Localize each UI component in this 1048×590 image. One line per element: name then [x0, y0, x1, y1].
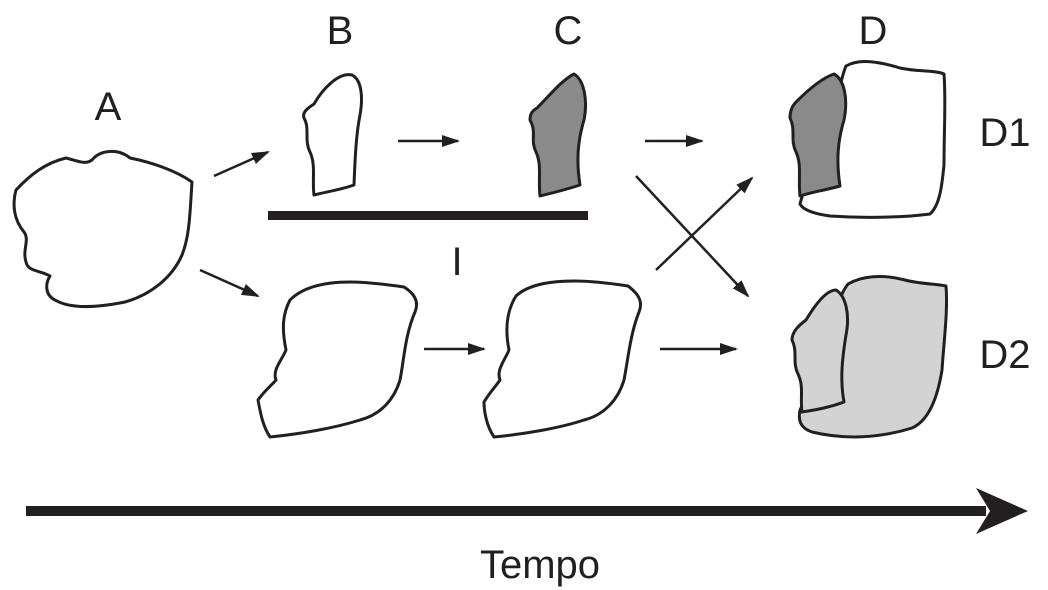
label-c: C [554, 9, 583, 53]
label-b: B [327, 9, 354, 53]
barrier-bar [268, 211, 588, 220]
shape-a [12, 150, 194, 309]
label-d1: D1 [979, 111, 1030, 155]
shape-bottom-1 [256, 280, 419, 439]
label-time: Tempo [480, 543, 600, 587]
label-d2: D2 [979, 333, 1030, 377]
shape-b [302, 73, 363, 197]
arrow-a-to-b [213, 150, 270, 178]
shape-c [528, 72, 588, 198]
time-arrow [26, 488, 1028, 534]
label-d: D [859, 9, 888, 53]
arrow-a-to-bottom [199, 268, 260, 298]
label-a: A [95, 85, 122, 129]
shape-bottom-2 [482, 279, 643, 439]
shape-d2-small [790, 288, 850, 414]
arrow-cross-to-d1 [655, 176, 754, 271]
shape-d1-grey [788, 72, 848, 198]
label-i: I [451, 240, 462, 284]
